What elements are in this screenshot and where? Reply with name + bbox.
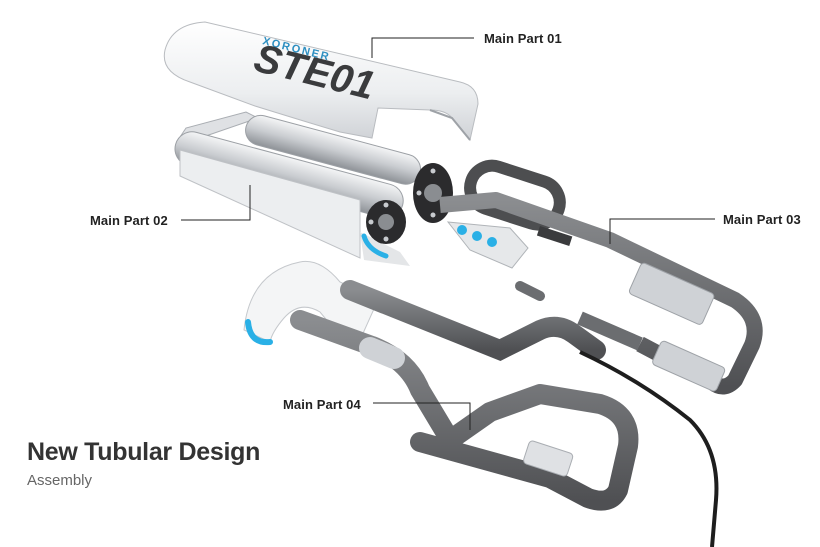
leader-part-04 (373, 402, 471, 430)
caption-subtitle: Assembly (27, 472, 93, 489)
callout-main-part-02: Main Part 02 (90, 213, 168, 228)
leader-part-01 (371, 37, 474, 58)
main-part-04-tubular-handle (243, 260, 719, 547)
leader-part-02 (181, 185, 251, 221)
main-part-01-shell: XORONER STE01 (163, 21, 479, 142)
callout-main-part-01: Main Part 01 (484, 31, 562, 46)
main-part-03-clamp-arm (439, 159, 763, 395)
main-part-02-rod-assembly (174, 111, 453, 266)
caption-title: New Tubular Design (27, 438, 261, 466)
callout-main-part-04: Main Part 04 (283, 397, 361, 412)
callout-main-part-03: Main Part 03 (723, 212, 801, 227)
leader-part-03 (609, 218, 715, 244)
leader-lines (181, 37, 715, 430)
